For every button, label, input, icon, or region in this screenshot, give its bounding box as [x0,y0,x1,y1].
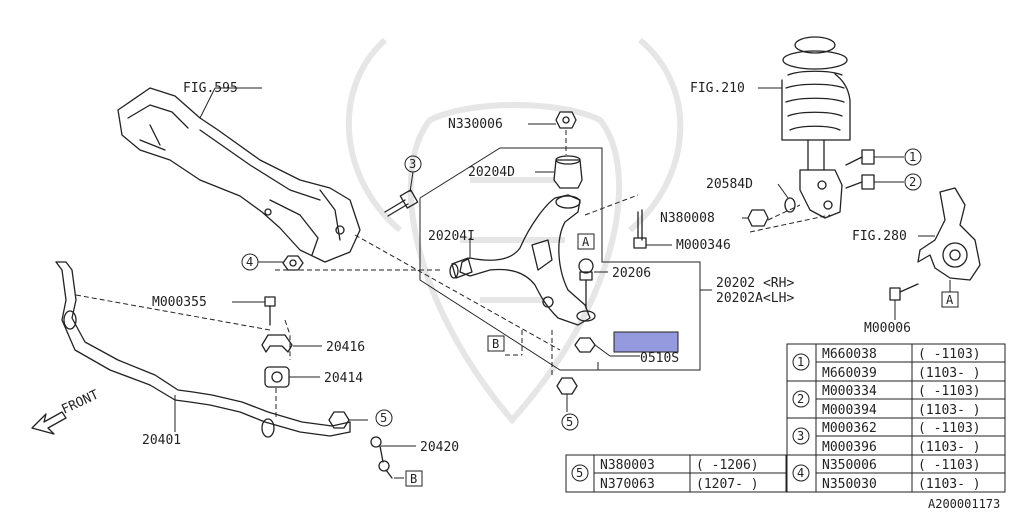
table-cell-date: (1103- ) [918,440,981,455]
callout-circle-1 [904,148,922,166]
nut-0510s[interactable] [574,337,596,353]
steering-knuckle[interactable] [917,187,981,281]
table-num: 2 [797,392,804,406]
callout-circle-4 [241,253,259,271]
callout-circle-5-lower [561,413,579,431]
bolt-2[interactable] [845,174,875,190]
diagram-id: A200001173 [928,497,1000,511]
table-num: 1 [797,355,804,369]
watermark-emblem [345,37,684,425]
label-n330006[interactable]: N330006 [448,117,503,132]
ball-joint-20206[interactable] [576,258,596,322]
parts-table-right: 1 M660038 ( -1103) M660039 (1103- ) 2 M0… [786,343,1006,493]
callout-5-stabilizer[interactable]: 5 [380,411,387,425]
table-cell-part: N370063 [600,477,655,492]
callout-2[interactable]: 2 [909,175,916,189]
nut-n380008[interactable] [747,209,769,227]
callout-circle-5-stabilizer [375,409,393,427]
table-cell-part: N380003 [600,458,655,473]
ref-b-link[interactable]: B [410,472,417,486]
table-cell-date: ( -1103) [918,384,981,399]
label-fig595[interactable]: FIG.595 [183,81,238,96]
label-m000355[interactable]: M000355 [152,295,207,310]
bolt-m000346[interactable] [633,209,647,249]
table-cell-date: (1207- ) [696,477,759,492]
table-cell-part: M000362 [822,421,877,436]
callout-3[interactable]: 3 [409,157,416,171]
table-cell-date: ( -1206) [696,458,759,473]
front-arrow [31,411,67,435]
label-20416[interactable]: 20416 [326,340,365,355]
label-20202-rh[interactable]: 20202 <RH> [716,276,794,291]
label-m00006[interactable]: M00006 [864,321,911,336]
label-20202-lh[interactable]: 20202A<LH> [716,291,794,306]
table-cell-part: M000334 [822,384,877,399]
label-20206[interactable]: 20206 [612,266,651,281]
table-cell-date: (1103- ) [918,366,981,381]
clamp-20416[interactable] [261,334,293,353]
label-0510s[interactable]: 0510S [640,351,679,366]
nut-5-stabilizer[interactable] [328,411,350,429]
label-20204d[interactable]: 20204D [468,165,515,180]
label-m000346[interactable]: M000346 [676,238,731,253]
table-cell-part: N350030 [822,477,877,492]
parts-table-left: 5 N380003 ( -1206) N370063 (1207- ) [565,454,787,493]
highlight-box [613,331,679,353]
ref-a-knuckle[interactable]: A [946,293,954,307]
bolt-3[interactable] [384,189,419,217]
label-20401[interactable]: 20401 [142,433,181,448]
label-20420[interactable]: 20420 [420,440,459,455]
bushing-20414[interactable] [264,366,290,388]
label-20204i[interactable]: 20204I [428,229,475,244]
label-20414[interactable]: 20414 [324,371,363,386]
stabilizer-link-20420[interactable] [370,436,393,479]
washer-20584d[interactable] [784,197,796,213]
bolt-m000355[interactable] [264,296,276,326]
nut-n330006[interactable] [555,111,577,129]
bolt-1[interactable] [845,149,875,166]
callout-4[interactable]: 4 [246,255,253,269]
callout-5-lower[interactable]: 5 [566,415,573,429]
label-20584d[interactable]: 20584D [706,177,753,192]
table-cell-date: ( -1103) [918,458,981,473]
callout-circle-3 [404,155,422,173]
label-fig280[interactable]: FIG.280 [852,229,907,244]
arm-group-frame [419,147,701,371]
ref-a-arm[interactable]: A [582,235,590,249]
table-num: 5 [576,466,583,480]
strut-assembly[interactable] [781,36,851,219]
lower-arm[interactable] [459,194,591,326]
crossmember[interactable] [117,87,361,263]
table-cell-part: M000396 [822,440,877,455]
ref-b-arm[interactable]: B [492,337,499,351]
table-cell-part: M660038 [822,347,877,362]
bushing-20204i[interactable] [449,257,473,279]
table-cell-part: M660039 [822,366,877,381]
stabilizer-bar[interactable] [55,261,351,438]
bolt-m00006[interactable] [889,283,919,301]
nut-5-lower[interactable] [556,377,578,395]
nut-4[interactable] [282,255,304,271]
table-cell-date: ( -1103) [918,347,981,362]
callout-circle-2 [904,173,922,191]
table-cell-date: ( -1103) [918,421,981,436]
label-fig210[interactable]: FIG.210 [690,81,745,96]
bushing-20204d[interactable] [553,155,583,189]
table-cell-part: N350006 [822,458,877,473]
label-front[interactable]: FRONT [59,387,101,417]
callout-1[interactable]: 1 [909,150,916,164]
label-n380008[interactable]: N380008 [660,211,715,226]
table-num: 3 [797,429,804,443]
table-cell-date: (1103- ) [918,403,981,418]
table-num: 4 [797,466,804,480]
table-cell-date: (1103- ) [918,477,981,492]
table-cell-part: M000394 [822,403,877,418]
